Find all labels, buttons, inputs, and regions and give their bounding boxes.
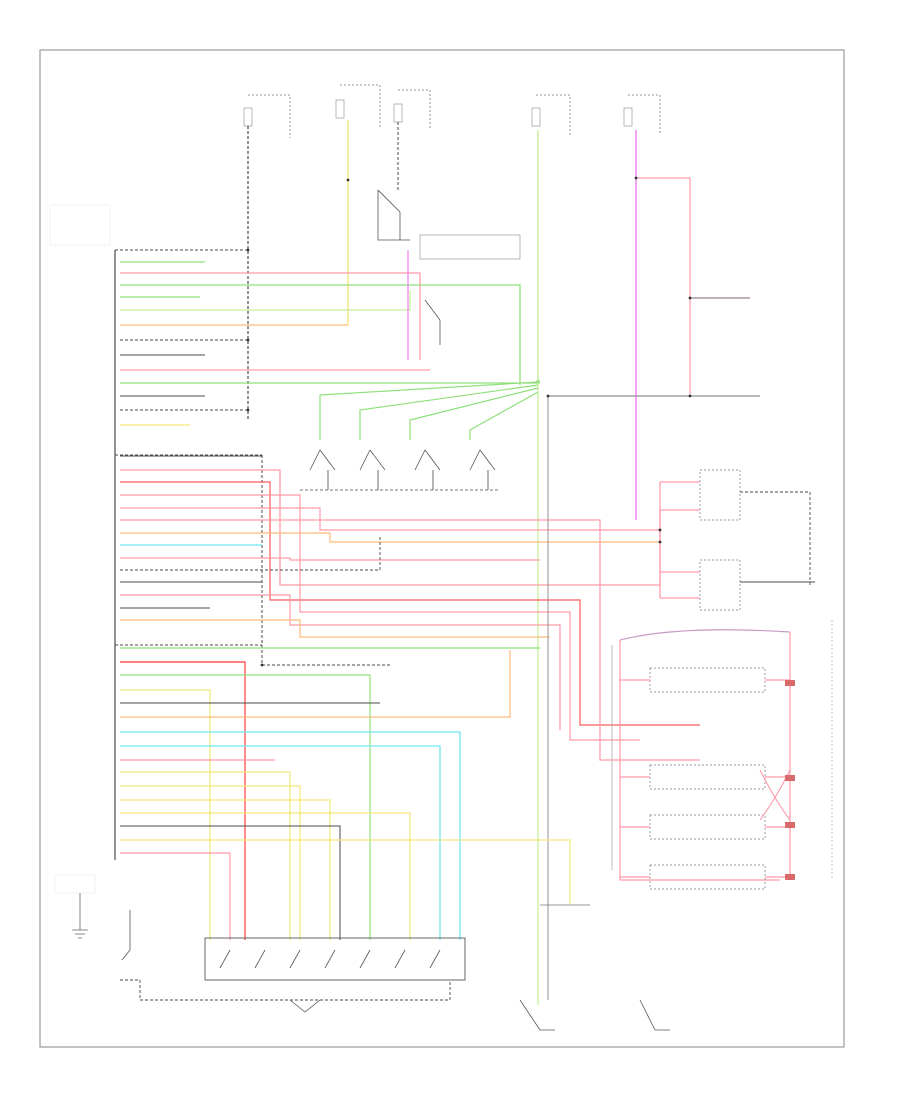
bottom-switch-assembly	[120, 904, 670, 1031]
door-lock-motors	[611, 620, 833, 890]
power-feeds	[243, 84, 750, 520]
diagram-border	[39, 49, 845, 1048]
lower-wires	[120, 647, 571, 940]
relay-switch-top	[377, 189, 521, 360]
junction-dots	[246, 176, 692, 667]
middle-wires	[120, 455, 700, 761]
upper-wires	[120, 261, 538, 426]
green-hub	[319, 380, 540, 1005]
door-switches-right	[547, 395, 815, 1000]
module-connector	[49, 204, 390, 939]
switch-bank-middle	[300, 449, 500, 491]
